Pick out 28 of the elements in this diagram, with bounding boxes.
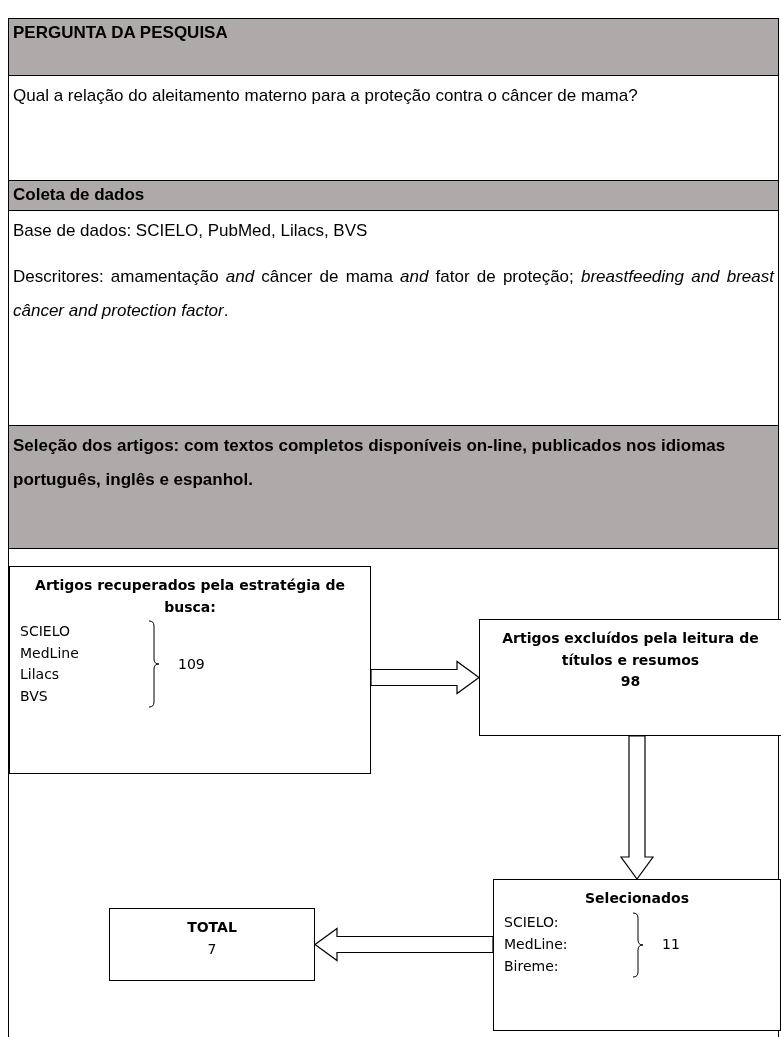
box-heading: Artigos recuperados pela estratégia de busca: [34, 576, 346, 617]
database-name: SCIELO [20, 622, 71, 641]
section-heading: Seleção dos artigos: com textos completos disponíveis on-line, publicados nos idiomas português, inglês e espanhol. [13, 435, 727, 491]
section-heading: Coleta de dados [13, 184, 146, 206]
count-value: 7 [207, 939, 217, 959]
box-heading: TOTAL [187, 918, 237, 937]
count-value: 109 [178, 654, 205, 674]
block-arrow [313, 927, 494, 962]
box-heading: Artigos excluídos pela leitura de títulos e resumos [501, 629, 760, 670]
count-value: 98 [620, 672, 641, 692]
database-name: Lilacs [20, 665, 61, 685]
database-name: SCIELO: [504, 913, 560, 933]
search-terms: Descritores: amamentação and câncer de mama and fator de proteção; breastfeeding and breast câncer and protection factor. [13, 266, 774, 322]
count-value: 11 [662, 934, 680, 954]
database-name: BVS [20, 687, 49, 707]
process-box [493, 879, 781, 1031]
process-box [479, 619, 781, 736]
database-list: Base de dados: SCIELO, PubMed, Lilacs, BVS [13, 214, 774, 248]
database-name: MedLine [20, 643, 80, 663]
database-name: Bireme: [504, 956, 560, 976]
section-heading: PERGUNTA DA PESQUISA [13, 22, 229, 44]
box-heading: Selecionados [584, 889, 690, 908]
process-box [9, 566, 371, 774]
process-box [109, 908, 315, 981]
database-name: MedLine: [504, 934, 569, 954]
research-question: Qual a relação do aleitamento materno para a proteção contra o câncer de mama? [13, 85, 639, 107]
block-arrow [370, 660, 481, 695]
block-arrow [619, 735, 655, 881]
